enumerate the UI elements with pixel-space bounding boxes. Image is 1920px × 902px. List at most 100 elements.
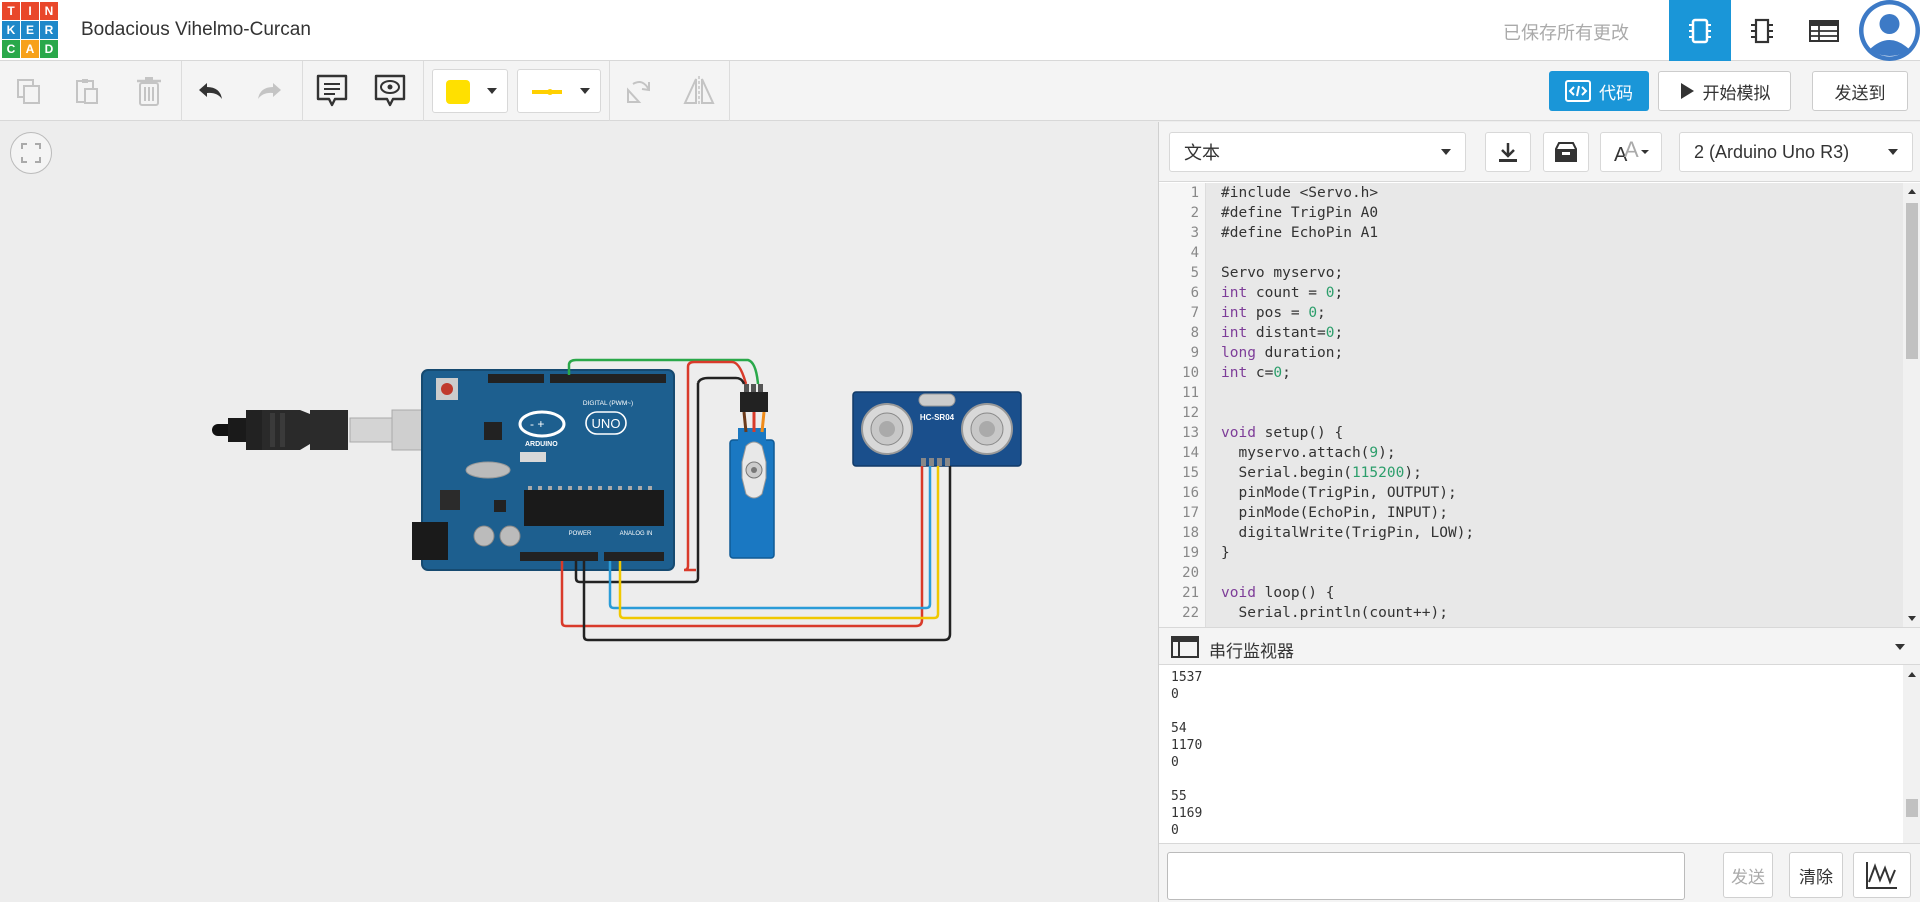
- paste-button[interactable]: [67, 71, 107, 111]
- serial-line: 1169: [1171, 806, 1203, 821]
- serial-clear-label: 清除: [1799, 867, 1833, 887]
- code-icon: [1565, 80, 1591, 102]
- code-line: Serial.println(count++);: [1221, 605, 1448, 621]
- undo-icon: [199, 83, 222, 99]
- fill-color-dropdown[interactable]: [432, 69, 508, 113]
- code-line: int c=0;: [1221, 365, 1291, 381]
- notes-visibility-button[interactable]: [370, 71, 410, 111]
- circuit-canvas[interactable]: DIGITAL (PWM~) - + UNO ARDUINO: [0, 122, 1158, 902]
- redo-button[interactable]: [249, 71, 289, 111]
- analog-label: ANALOG IN: [620, 531, 653, 537]
- arduino-logo: - + UNO ARDUINO: [518, 410, 627, 448]
- rotate-button[interactable]: [618, 71, 658, 111]
- logo-letter: K: [2, 21, 20, 39]
- serial-plotter-button[interactable]: [1853, 852, 1911, 898]
- serial-send-button[interactable]: 发送: [1723, 852, 1773, 898]
- code-line: pinMode(EchoPin, INPUT);: [1221, 505, 1448, 521]
- delete-button[interactable]: [129, 71, 169, 111]
- ultrasonic-sensor[interactable]: HC-SR04: [852, 391, 1022, 467]
- digital-label: DIGITAL (PWM~): [583, 400, 633, 407]
- chevron-down-icon[interactable]: [1893, 642, 1907, 652]
- serial-line: 54: [1171, 721, 1187, 736]
- wires[interactable]: [560, 358, 952, 642]
- line-number: 15: [1182, 465, 1199, 481]
- code-button[interactable]: 代码: [1549, 71, 1649, 111]
- component-list-button[interactable]: [1793, 0, 1855, 61]
- flip-button[interactable]: [679, 71, 719, 111]
- copy-button[interactable]: [9, 71, 49, 111]
- download-icon: [1499, 143, 1517, 162]
- chevron-down-icon: [1441, 149, 1451, 155]
- code-line: #include <Servo.h>: [1221, 185, 1379, 201]
- schematic-view-icon: [1751, 18, 1773, 43]
- send-to-label: 发送到: [1834, 83, 1886, 103]
- start-simulation-button[interactable]: 开始模拟: [1658, 71, 1791, 111]
- undo-button[interactable]: [191, 71, 231, 111]
- notes-button[interactable]: [312, 71, 352, 111]
- code-line: #define TrigPin A0: [1221, 205, 1379, 221]
- servo-motor[interactable]: [729, 384, 775, 559]
- logo-letter: A: [21, 40, 39, 58]
- scroll-up-icon: [1908, 672, 1916, 677]
- circuit-view-icon: [1689, 18, 1711, 43]
- code-line: int distant=0;: [1221, 325, 1344, 341]
- code-line: }: [1221, 545, 1230, 561]
- send-to-button[interactable]: 发送到: [1812, 71, 1908, 111]
- scroll-down-icon: [1908, 616, 1916, 621]
- font-size-icon: AA: [1614, 139, 1649, 165]
- code-mode-label: 文本: [1184, 143, 1220, 163]
- paste-icon: [76, 79, 98, 104]
- logo-letter: T: [2, 2, 20, 20]
- serial-monitor-header[interactable]: 串行监视器: [1159, 627, 1920, 665]
- line-number: 18: [1182, 525, 1199, 541]
- line-number: 4: [1190, 245, 1199, 261]
- code-mode-dropdown[interactable]: 文本: [1169, 132, 1466, 172]
- schematic-view-button[interactable]: [1731, 0, 1793, 61]
- serial-line: 0: [1171, 687, 1179, 702]
- delete-icon: [137, 77, 161, 106]
- serial-input[interactable]: [1167, 852, 1685, 900]
- svg-text:A: A: [1624, 139, 1639, 162]
- fill-color-swatch: [446, 80, 470, 104]
- serial-clear-button[interactable]: 清除: [1789, 852, 1843, 898]
- avatar-icon: [1859, 0, 1920, 61]
- library-button[interactable]: [1543, 132, 1589, 172]
- wire-style-icon: [532, 89, 562, 95]
- project-title[interactable]: Bodacious Vihelmo-Curcan: [81, 19, 311, 40]
- serial-send-label: 发送: [1731, 867, 1765, 887]
- code-line: void setup() {: [1221, 425, 1344, 441]
- circuit-drawing: DIGITAL (PWM~) - + UNO ARDUINO: [212, 358, 1022, 642]
- wire-style-dropdown[interactable]: [517, 69, 601, 113]
- arduino-uno-board[interactable]: DIGITAL (PWM~) - + UNO ARDUINO: [412, 369, 675, 571]
- fit-view-icon: [21, 143, 41, 163]
- code-line: int pos = 0;: [1221, 305, 1326, 321]
- scroll-up-icon: [1908, 189, 1916, 194]
- serial-line: 55: [1171, 789, 1187, 804]
- serial-scrollbar[interactable]: [1903, 665, 1920, 843]
- notes-icon: [316, 74, 348, 107]
- download-code-button[interactable]: [1485, 132, 1531, 172]
- code-line: int count = 0;: [1221, 285, 1344, 301]
- board-model: UNO: [592, 416, 621, 431]
- circuit-view-button[interactable]: [1669, 0, 1731, 61]
- user-avatar[interactable]: [1859, 0, 1920, 61]
- save-status: 已保存所有更改: [1503, 23, 1629, 43]
- line-number: 8: [1190, 325, 1199, 341]
- device-label: 2 (Arduino Uno R3): [1694, 141, 1850, 162]
- code-line: void loop() {: [1221, 585, 1335, 601]
- editor-scrollbar[interactable]: [1903, 183, 1920, 627]
- power-label: POWER: [569, 531, 592, 537]
- code-line: #define EchoPin A1: [1221, 225, 1379, 241]
- logo-letter: D: [40, 40, 58, 58]
- line-number: 14: [1182, 445, 1199, 461]
- fit-view-button[interactable]: [10, 132, 52, 174]
- device-dropdown[interactable]: 2 (Arduino Uno R3): [1679, 132, 1913, 172]
